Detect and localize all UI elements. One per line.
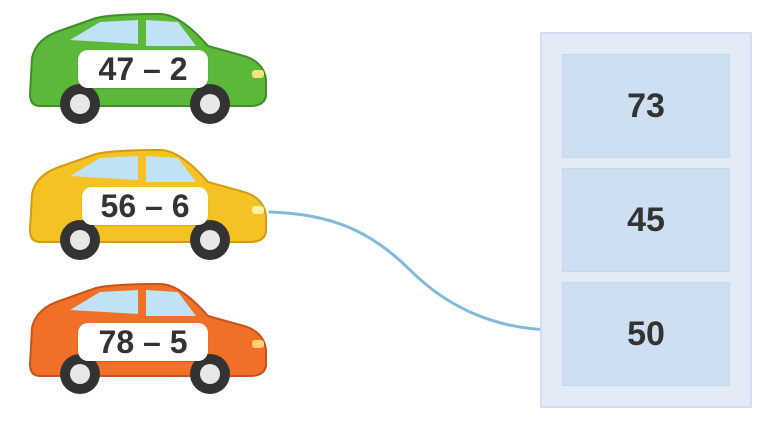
answer-1-value: 73 [627,86,665,125]
answer-column: 73 45 50 [540,32,752,408]
answer-slot-2[interactable]: 45 [562,168,730,272]
car-2-expression: 56 – 6 [82,187,208,225]
car-3-expression: 78 – 5 [78,323,208,361]
answer-3-value: 50 [627,314,665,353]
car-1-expression: 47 – 2 [78,50,208,88]
answer-slot-1[interactable]: 73 [562,54,730,158]
connection-line [268,210,558,332]
answer-slot-3[interactable]: 50 [562,282,730,386]
answer-2-value: 45 [627,200,665,239]
